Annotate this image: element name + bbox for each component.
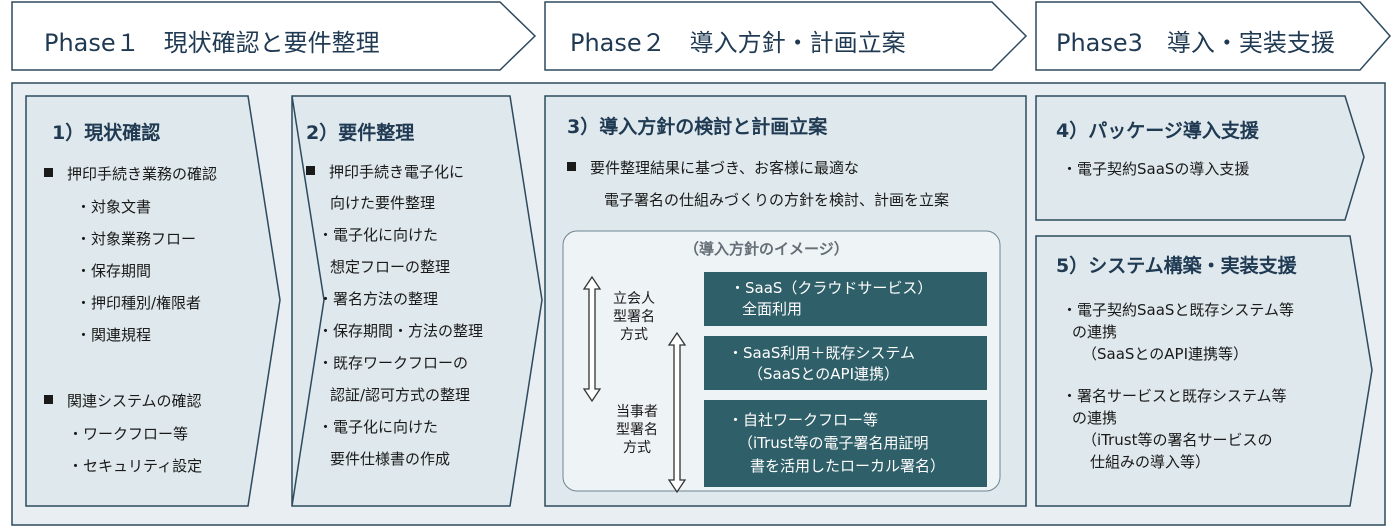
bullet-square (306, 166, 315, 175)
box5-chevron (1035, 235, 1373, 507)
option-saas-api: ・SaaS利用＋既存システム （SaaSとのAPI連携） (704, 336, 987, 390)
phase2-arrow (544, 1, 1028, 71)
box2-line: ・電子化に向けた (318, 226, 439, 244)
box3-desc1-text: 要件整理結果に基づき、お客様に最適な (590, 159, 859, 177)
box5-line: ・電子契約SaaSと既存システム等 (1062, 301, 1294, 319)
witness-signature-label: 立会人 型署名 方式 (613, 290, 655, 344)
option-line: 全面利用 (742, 300, 803, 318)
box4-chevron (1035, 95, 1365, 221)
box2-line: 要件仕様書の作成 (330, 450, 451, 468)
label-line: 方式 (623, 440, 651, 456)
box1-item: ・押印種別/権限者 (76, 294, 202, 312)
option-line: 書を活用したローカル署名） (750, 457, 946, 475)
box2-title: 2）要件整理 (306, 122, 415, 144)
box1-section2-text: 関連システムの確認 (67, 392, 202, 410)
phase3-arrow (1035, 1, 1392, 71)
label-line: 方式 (620, 327, 648, 343)
label-line: 型署名 (616, 422, 658, 438)
box3-title: 3）導入方針の検討と計画立案 (567, 116, 828, 138)
box1-chevron (25, 95, 281, 507)
label-line: 型署名 (613, 309, 655, 325)
box5-title: 5）システム構築・実装支援 (1056, 255, 1297, 277)
bullet-square (567, 162, 576, 171)
option-line: （iTrust等の電子署名用証明 (738, 434, 929, 452)
box2-chevron (291, 95, 543, 507)
box4-line: ・電子契約SaaSの導入支援 (1062, 160, 1250, 178)
double-arrow-party (667, 331, 687, 494)
box3-desc2: 電子署名の仕組みづくりの方針を検討、計画を立案 (604, 191, 950, 209)
box2-line: 向けた要件整理 (330, 194, 436, 212)
box3-desc1: 要件整理結果に基づき、お客様に最適な (567, 152, 859, 184)
box5-line: （SaaSとのAPI連携等） (1082, 345, 1249, 363)
bullet-square (44, 168, 53, 177)
box5-line: の連携 (1072, 409, 1118, 427)
option-line: （SaaSとのAPI連携） (748, 365, 900, 383)
box1-item: ・対象業務フロー (76, 230, 197, 248)
option-line: ・SaaS（クラウドサービス） (730, 279, 933, 297)
box1-section1: 押印手続き業務の確認 (44, 158, 217, 190)
box2-line-text: 押印手続き電子化に (329, 163, 465, 181)
box1-item: ・保存期間 (76, 262, 152, 280)
option-saas-full: ・SaaS（クラウドサービス） 全面利用 (704, 272, 987, 326)
bullet-square (44, 395, 53, 404)
box2-line: 押印手続き電子化に (306, 156, 464, 188)
box5-line: （iTrust等の署名サービスの (1082, 431, 1273, 449)
box1-section2: 関連システムの確認 (44, 385, 202, 417)
double-arrow-witness (582, 275, 602, 403)
box2-line: ・電子化に向けた (318, 418, 439, 436)
box5-line: ・署名サービスと既存システム等 (1062, 387, 1287, 405)
box5-line: の連携 (1072, 323, 1118, 341)
box2-line: ・保存期間・方法の整理 (318, 322, 484, 340)
option-line: ・SaaS利用＋既存システム (728, 344, 915, 362)
box1-item: ・セキュリティ設定 (68, 457, 203, 475)
phase1-arrow (11, 1, 537, 71)
box2-line: ・署名方法の整理 (318, 290, 439, 308)
box1-section1-text: 押印手続き業務の確認 (67, 165, 218, 183)
image-title: （導入方針のイメージ） (684, 240, 849, 258)
box1-item: ・関連規程 (76, 326, 152, 344)
box2-line: ・既存ワークフローの (318, 354, 469, 372)
phase2-label: Phase２ 導入方針・計画立案 (570, 29, 906, 57)
label-line: 当事者 (616, 404, 658, 420)
box1-title: 1）現状確認 (52, 122, 161, 144)
phase1-label: Phase１ 現状確認と要件整理 (44, 29, 380, 57)
party-signature-label: 当事者 型署名 方式 (616, 403, 658, 457)
box4-title: 4）パッケージ導入支援 (1056, 120, 1259, 142)
box2-line: 認証/認可方式の整理 (330, 386, 471, 404)
box1-item: ・対象文書 (76, 198, 152, 216)
option-line: ・自社ワークフロー等 (728, 411, 879, 429)
box2-line: 想定フローの整理 (330, 258, 451, 276)
option-local-signature: ・自社ワークフロー等 （iTrust等の電子署名用証明 書を活用したローカル署名… (704, 400, 987, 487)
box1-item: ・ワークフロー等 (68, 425, 189, 443)
label-line: 立会人 (613, 291, 655, 307)
box5-line: 仕組みの導入等） (1090, 453, 1211, 471)
phase3-label: Phase3 導入・実装支援 (1056, 29, 1335, 57)
